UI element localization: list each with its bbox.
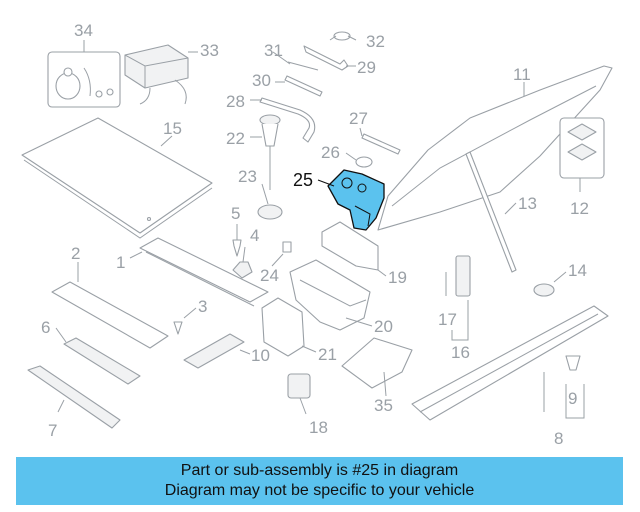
- part-15-cargo-floor[interactable]: 15: [21, 117, 213, 239]
- callout-29: 29: [357, 58, 376, 77]
- info-banner: Part or sub-assembly is #25 in diagram D…: [16, 457, 623, 505]
- part-23-nut[interactable]: 23: [238, 167, 283, 220]
- part-9-pin[interactable]: 9: [565, 355, 585, 419]
- callout-23: 23: [238, 167, 257, 186]
- parts-diagram: 34 33 15 31 29 32 30 28: [21, 21, 613, 448]
- callout-21: 21: [318, 345, 337, 364]
- banner-line-1: Part or sub-assembly is #25 in diagram: [180, 462, 459, 479]
- part-2-panel[interactable]: 2: [51, 244, 169, 349]
- callout-30: 30: [252, 71, 271, 90]
- callout-24: 24: [260, 266, 279, 285]
- part-16-latch[interactable]: 17 16: [438, 255, 471, 362]
- callout-7: 7: [48, 421, 57, 440]
- part-30-bar[interactable]: 30: [252, 71, 323, 97]
- part-18-block[interactable]: 18: [287, 373, 328, 437]
- part-29-wrench[interactable]: 29: [303, 45, 376, 77]
- callout-1: 1: [116, 253, 125, 272]
- callout-27: 27: [349, 109, 368, 128]
- callout-28: 28: [226, 92, 245, 111]
- callout-15: 15: [163, 119, 182, 138]
- callout-6: 6: [41, 318, 50, 337]
- part-32-hook[interactable]: 32: [329, 31, 385, 51]
- callout-5: 5: [231, 204, 240, 223]
- part-3-screw[interactable]: 3: [173, 297, 207, 335]
- banner-line-2: Diagram may not be specific to your vehi…: [164, 482, 475, 499]
- callout-19: 19: [388, 268, 407, 287]
- part-35-brace[interactable]: 35: [341, 337, 413, 415]
- callout-13: 13: [518, 194, 537, 213]
- part-8-bumper-beam[interactable]: 8: [411, 305, 609, 448]
- part-12-pads[interactable]: 12: [559, 117, 605, 218]
- part-19-mount[interactable]: 19: [321, 221, 407, 287]
- part-22-jack[interactable]: 22: [226, 114, 281, 190]
- part-26-grommet[interactable]: 26: [321, 143, 373, 168]
- callout-26: 26: [321, 143, 340, 162]
- part-4-bracket[interactable]: 4: [232, 226, 259, 279]
- part-11-trunk-lid[interactable]: 11: [377, 65, 613, 231]
- part-25-highlighted[interactable]: 25: [293, 169, 385, 231]
- callout-12: 12: [570, 199, 589, 218]
- callout-20: 20: [374, 317, 393, 336]
- callout-22: 22: [226, 129, 245, 148]
- part-33-compressor[interactable]: 33: [124, 41, 219, 105]
- callout-16: 16: [451, 343, 470, 362]
- callout-10: 10: [251, 346, 270, 365]
- callout-18: 18: [309, 418, 328, 437]
- callout-34: 34: [74, 21, 93, 40]
- callout-25: 25: [293, 170, 313, 190]
- callout-17: 17: [438, 310, 457, 329]
- part-31-tool[interactable]: 31: [264, 41, 319, 71]
- callout-32: 32: [366, 32, 385, 51]
- part-10-trim[interactable]: 10: [183, 333, 270, 369]
- callout-33: 33: [200, 41, 219, 60]
- callout-3: 3: [198, 297, 207, 316]
- callout-11: 11: [513, 65, 531, 84]
- part-20-mount[interactable]: 20: [289, 259, 393, 336]
- part-14-bumper-stop[interactable]: 14: [533, 261, 587, 297]
- part-5-bolt[interactable]: 5: [231, 204, 242, 257]
- part-34-kit[interactable]: 34: [47, 21, 121, 108]
- callout-35: 35: [374, 396, 393, 415]
- part-27-rod[interactable]: 27: [349, 109, 401, 155]
- part-1-sill[interactable]: 1: [116, 237, 269, 307]
- callout-31: 31: [264, 41, 283, 60]
- callout-4: 4: [250, 226, 259, 245]
- callout-2: 2: [71, 244, 80, 263]
- part-13-strut[interactable]: 13: [465, 151, 537, 273]
- part-24-clip[interactable]: 24: [260, 241, 292, 285]
- callout-9: 9: [568, 389, 577, 408]
- callout-8: 8: [554, 429, 563, 448]
- part-7-trim[interactable]: 7: [27, 365, 121, 440]
- part-28-handle[interactable]: 28: [226, 92, 316, 143]
- part-21-bracket[interactable]: 21: [261, 297, 337, 364]
- part-6-trim[interactable]: 6: [41, 318, 141, 385]
- callout-14: 14: [568, 261, 587, 280]
